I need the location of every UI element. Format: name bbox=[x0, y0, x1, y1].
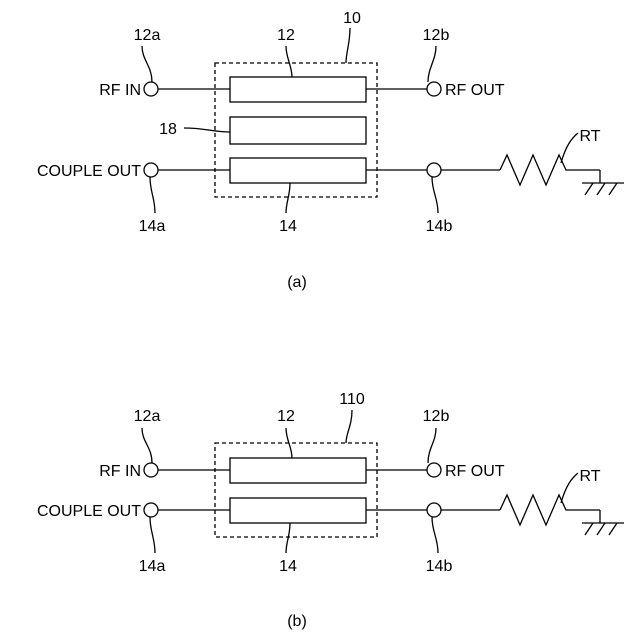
ground-icon bbox=[582, 523, 624, 535]
ref-14: 14 bbox=[279, 558, 297, 575]
figure-a-labels: 12a 12 10 12b RF IN RF OUT 18 COUPLE OUT… bbox=[37, 10, 601, 291]
ref-110: 110 bbox=[339, 391, 365, 408]
main-line-12 bbox=[230, 458, 366, 483]
rt-label: RT bbox=[579, 128, 600, 145]
sub-line-14 bbox=[230, 158, 366, 183]
ref-14b: 14b bbox=[426, 558, 453, 575]
figure-b-caption: (b) bbox=[287, 613, 307, 630]
ground-icon bbox=[582, 183, 624, 195]
leader-14b bbox=[432, 517, 438, 553]
ref-14a: 14a bbox=[139, 558, 166, 575]
port-14a bbox=[144, 503, 158, 517]
figure-a-caption: (a) bbox=[287, 274, 307, 291]
leader-14a bbox=[150, 517, 155, 553]
ref-12a: 12a bbox=[134, 408, 161, 425]
port-14b bbox=[427, 163, 441, 177]
couple-out-label: COUPLE OUT bbox=[37, 163, 141, 180]
ref-14a: 14a bbox=[139, 218, 166, 235]
ref-12b: 12b bbox=[423, 408, 450, 425]
ref-12b: 12b bbox=[423, 27, 450, 44]
ref-14b: 14b bbox=[426, 218, 453, 235]
leader-14 bbox=[286, 523, 290, 553]
rf-out-label: RF OUT bbox=[445, 463, 505, 480]
port-14a bbox=[144, 163, 158, 177]
resistor-rt bbox=[500, 495, 600, 525]
rf-out-label: RF OUT bbox=[445, 82, 505, 99]
ref-18: 18 bbox=[159, 121, 177, 138]
port-12b bbox=[427, 82, 441, 96]
ref-12: 12 bbox=[277, 408, 295, 425]
ref-12a: 12a bbox=[134, 27, 161, 44]
port-12a bbox=[144, 82, 158, 96]
leader-12b bbox=[428, 428, 436, 463]
leader-10 bbox=[346, 28, 350, 63]
couple-out-label: COUPLE OUT bbox=[37, 503, 141, 520]
coupler-boundary-10 bbox=[215, 63, 377, 197]
ref-10: 10 bbox=[343, 10, 361, 27]
figure-b-labels: 12a 12 110 12b RF IN RF OUT COUPLE OUT R… bbox=[37, 391, 601, 630]
ref-12: 12 bbox=[277, 27, 295, 44]
figure-a bbox=[142, 28, 624, 213]
port-12a bbox=[144, 463, 158, 477]
rf-in-label: RF IN bbox=[99, 82, 141, 99]
leader-rt bbox=[561, 473, 578, 503]
ref-14: 14 bbox=[279, 218, 297, 235]
leader-12b bbox=[428, 46, 436, 82]
port-14b bbox=[427, 503, 441, 517]
stub-line-18 bbox=[230, 117, 366, 144]
sub-line-14 bbox=[230, 498, 366, 523]
port-12b bbox=[427, 463, 441, 477]
rt-label: RT bbox=[579, 468, 600, 485]
figure-b bbox=[142, 410, 624, 553]
leader-12a bbox=[142, 46, 152, 82]
leader-14b bbox=[432, 177, 438, 213]
resistor-rt bbox=[500, 155, 600, 185]
leader-rt bbox=[561, 133, 578, 163]
leader-12a bbox=[142, 428, 152, 463]
leader-18 bbox=[184, 128, 230, 132]
leader-110 bbox=[346, 410, 352, 443]
main-line-12 bbox=[230, 77, 366, 102]
leader-12 bbox=[286, 46, 292, 77]
rf-in-label: RF IN bbox=[99, 463, 141, 480]
leader-14 bbox=[286, 183, 290, 213]
leader-14a bbox=[150, 177, 155, 213]
